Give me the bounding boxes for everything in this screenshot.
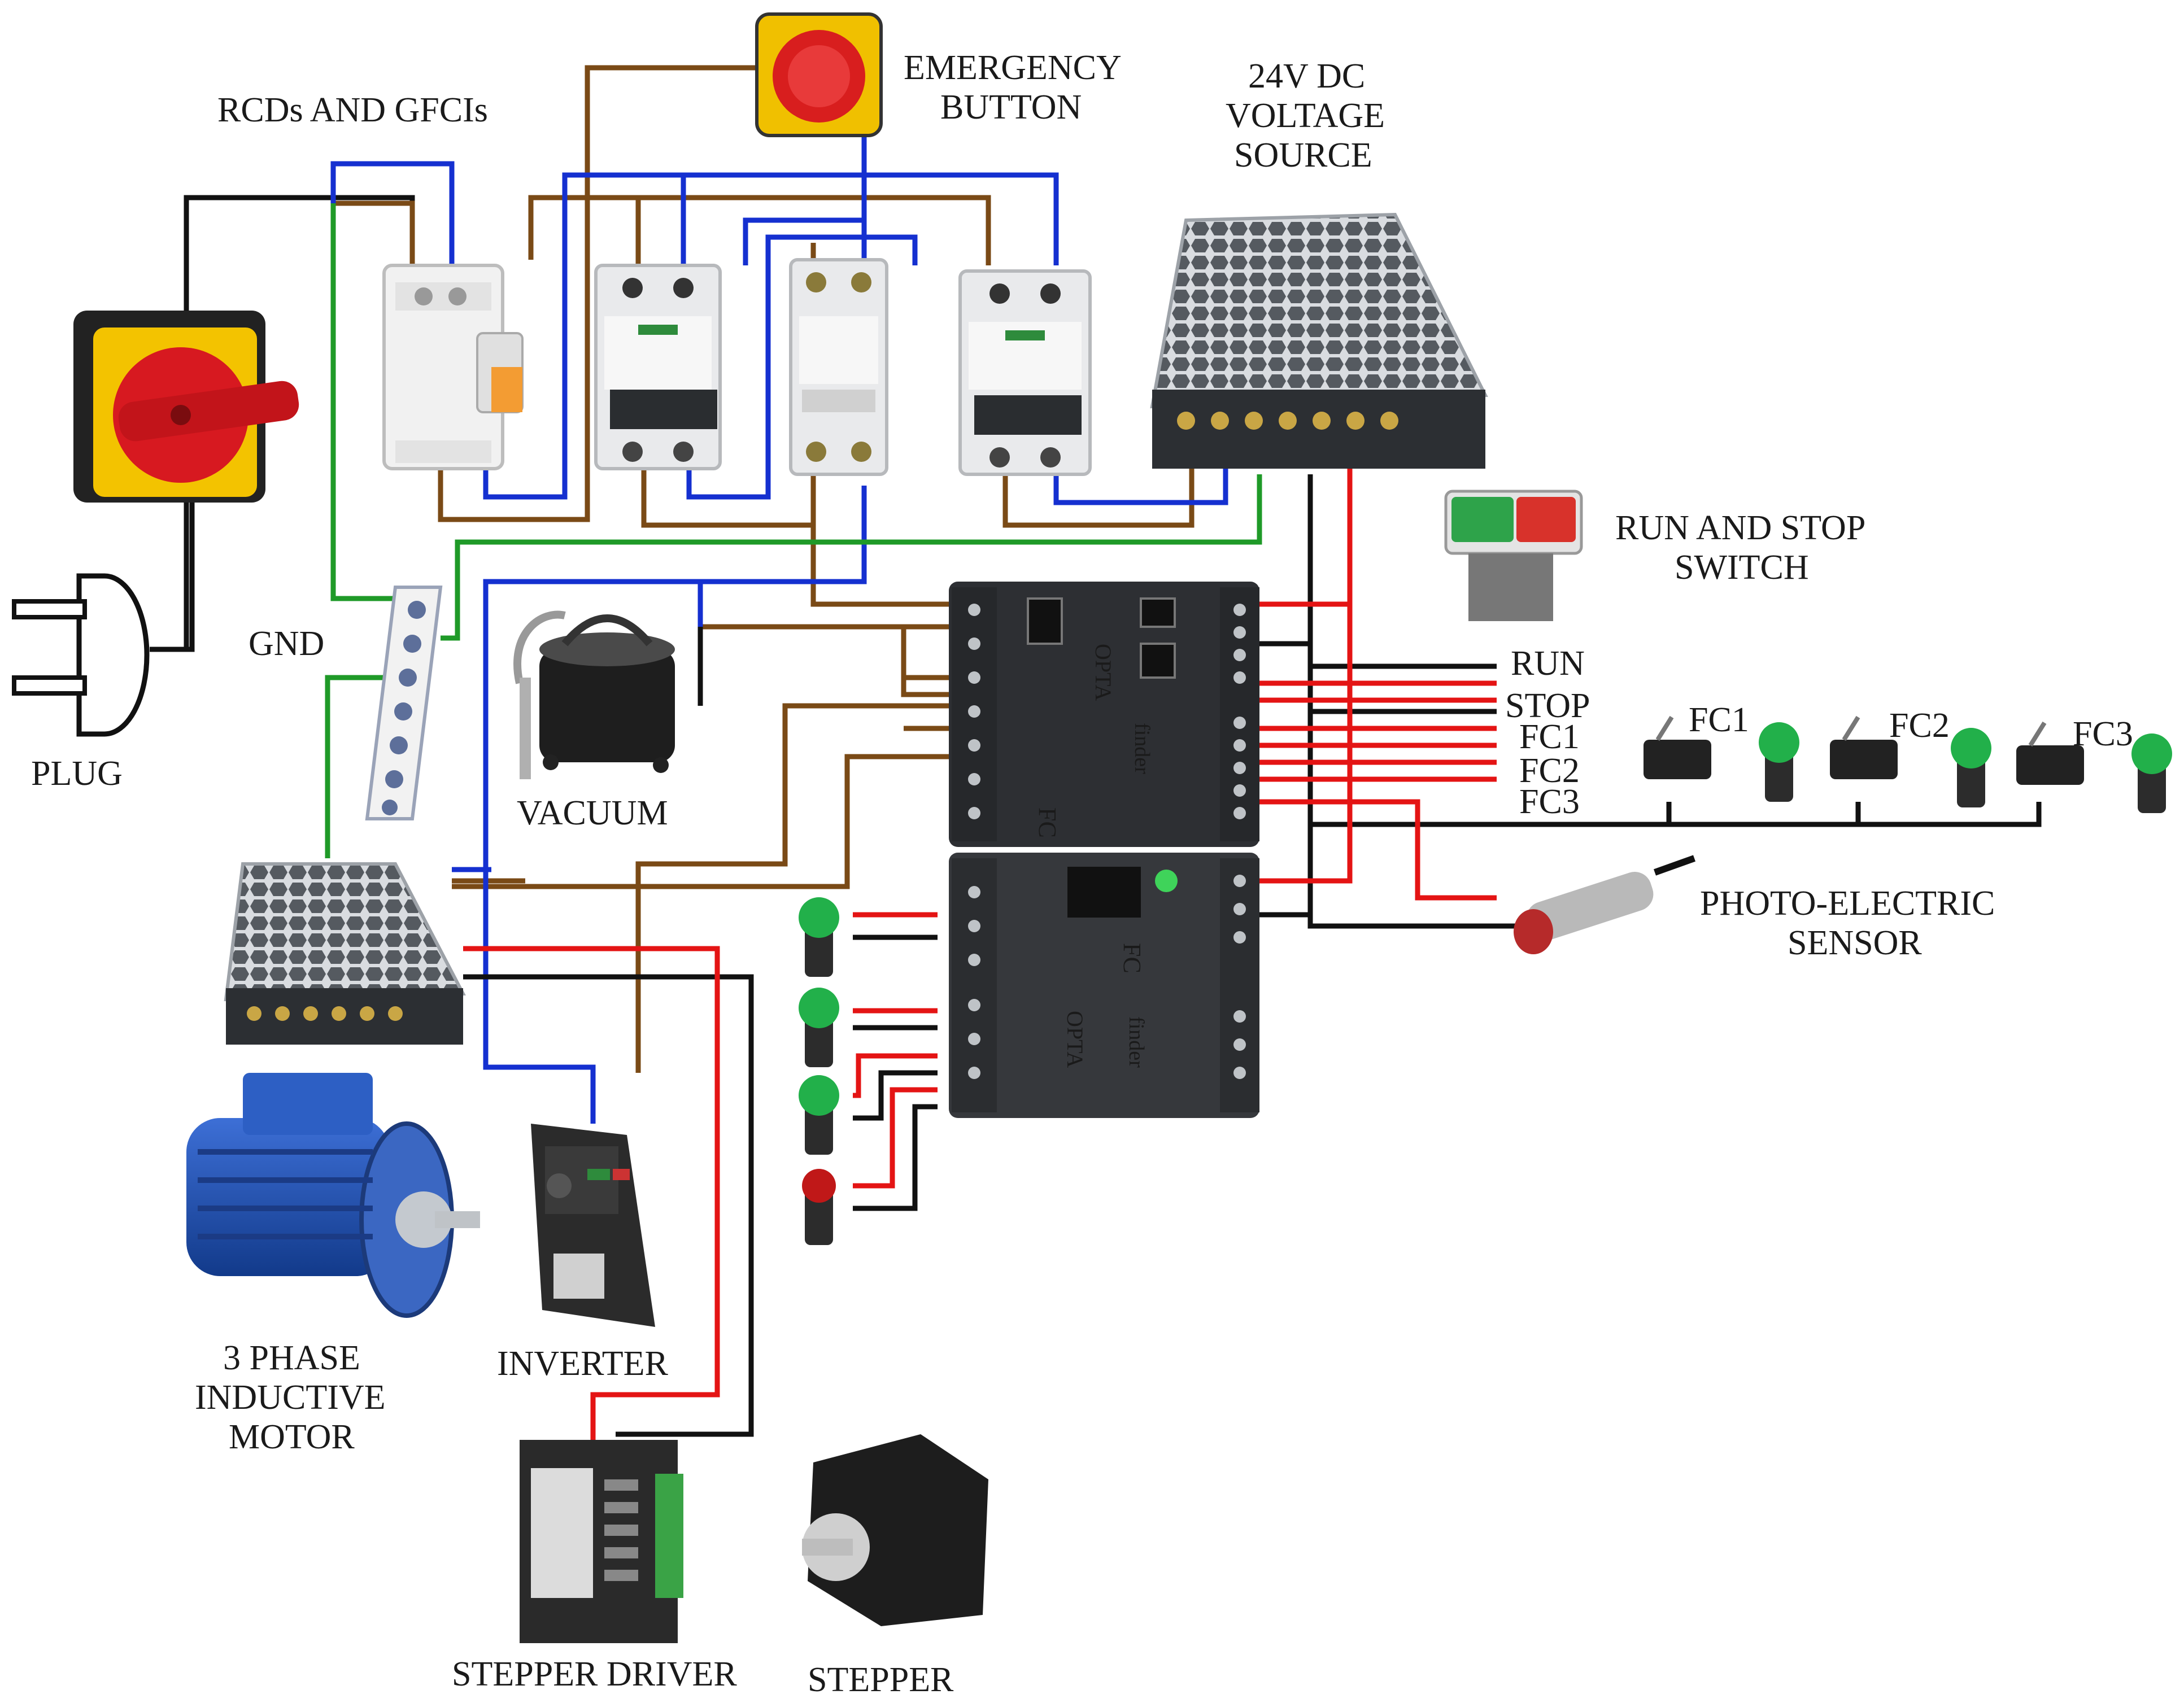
wire-light-pos [853, 912, 938, 1189]
wire-rcd-phase-out [438, 65, 757, 522]
pilot-light-icon [1951, 728, 1991, 807]
label-runstop-line1: RUN AND STOP [1615, 509, 1865, 547]
limit-switch-icon [1830, 715, 1898, 779]
wire-ground-main [330, 203, 395, 601]
wire-inverter-phase [635, 703, 949, 1073]
pilot-light-icon [1759, 722, 1799, 802]
stepper-motor-icon [802, 1434, 988, 1626]
label-stepper: STEPPER [808, 1661, 954, 1699]
label-gnd: GND [249, 625, 324, 663]
labels: RCDs AND GFCIs EMERGENCY BUTTON 24V DC V… [31, 49, 2133, 1699]
wire-rcd-neutral-out [483, 172, 1059, 500]
wire-breaker-neutral [681, 175, 918, 500]
wire-plug-black [150, 491, 195, 652]
label-motor-line2: INDUCTIVE [195, 1378, 386, 1417]
wires [150, 65, 2042, 1440]
wire-plc-neutral [483, 486, 867, 1124]
limit-switch-icon [2016, 721, 2084, 785]
rotary-switch-icon [73, 311, 299, 503]
label-fc1-switch: FC1 [1689, 701, 1749, 739]
wire-dc-neg-plc [1259, 641, 1310, 918]
plc-model-label: OPTA [1091, 644, 1116, 701]
photo-sensor-icon [1514, 855, 1696, 954]
wire-rcd-phase-in [333, 200, 415, 265]
plc-expansion-brand-label: finder [1124, 1016, 1148, 1068]
wire-psu-phase [1002, 469, 1195, 528]
label-photo-line2: SENSOR [1788, 924, 1922, 962]
wire-rcd-neutral-in [330, 161, 455, 265]
plc-brand-label: finder [1130, 723, 1154, 774]
pilot-light-icon [799, 897, 839, 977]
plc-icon: OPTA finder FC [949, 582, 1259, 847]
label-source-line2: VOLTAGE [1226, 97, 1385, 135]
label-emergency-line2: BUTTON [940, 88, 1082, 126]
wire-stepper-pos [463, 946, 720, 1440]
wire-estop-loop [528, 195, 991, 265]
wire-input-signals [1259, 680, 1497, 782]
wire-dc-negative-bus [1307, 474, 1525, 929]
pilot-light-icon [2131, 733, 2172, 813]
wire-ground-psu [441, 474, 1262, 641]
label-fc3-switch: FC3 [2073, 715, 2133, 753]
pilot-light-icon [802, 1169, 836, 1245]
wire-stepper-neg [463, 974, 754, 1437]
label-stepper-driver: STEPPER DRIVER [452, 1655, 737, 1693]
label-rcds: RCDs AND GFCIs [217, 91, 488, 129]
power-supply-icon [224, 862, 466, 1045]
label-stop: STOP [1505, 687, 1590, 725]
rcd-icon [382, 264, 524, 470]
label-source-line1: 24V DC [1248, 57, 1365, 95]
wire-ground-smallpsu [325, 675, 395, 858]
wire-fc-common [1310, 802, 2042, 827]
vacuum-icon [513, 610, 675, 779]
pilot-light-icon [799, 1075, 839, 1155]
label-fc3: FC3 [1519, 783, 1580, 821]
label-inverter: INVERTER [497, 1344, 668, 1383]
plug-icon [12, 573, 150, 737]
label-photo-line1: PHOTO-ELECTRIC [1700, 884, 1995, 923]
limit-switch-icon [1644, 715, 1711, 779]
pushbutton-icon [1444, 490, 1583, 621]
wire-psu-neutral [1053, 469, 1228, 505]
power-supply-icon [1150, 212, 1488, 469]
label-plug: PLUG [31, 754, 123, 793]
stepper-driver-icon [520, 1440, 683, 1643]
wire-photo-signal [1259, 799, 1497, 901]
ground-bar-icon [365, 586, 443, 820]
wire-plc-supply-3 [901, 627, 949, 731]
plc-fc-mark: FC [1034, 807, 1061, 838]
label-run: RUN [1511, 644, 1585, 683]
label-runstop-line2: SWITCH [1675, 548, 1809, 587]
label-fc2-switch: FC2 [1889, 706, 1950, 745]
breaker-icon [789, 258, 888, 476]
wire-dc-positive-bus [1259, 463, 1353, 884]
breaker-icon [958, 269, 1092, 476]
inverter-icon [531, 1124, 655, 1327]
wire-light-neg [853, 935, 938, 1211]
label-fc1: FC1 [1519, 718, 1580, 756]
label-motor-line1: 3 PHASE [223, 1339, 360, 1377]
label-fc2: FC2 [1519, 752, 1580, 790]
emergency-button-icon [755, 12, 883, 137]
plc-icon: FC OPTA finder [949, 853, 1259, 1118]
breaker-icon [594, 264, 722, 470]
plc-expansion-fc-mark: FC [1118, 943, 1146, 973]
label-emergency-line1: EMERGENCY [904, 49, 1122, 87]
wire-plc-supply-1 [810, 469, 949, 607]
motor-icon [186, 1073, 480, 1318]
pilot-light-icon [799, 988, 839, 1067]
wire-motor-psu-phase [452, 754, 949, 889]
plc-expansion-model-label: OPTA [1062, 1011, 1088, 1068]
wire-estop-neutral [743, 136, 867, 265]
label-motor-line3: MOTOR [229, 1418, 355, 1456]
label-vacuum: VACUUM [517, 794, 668, 832]
label-source-line3: SOURCE [1234, 136, 1372, 174]
